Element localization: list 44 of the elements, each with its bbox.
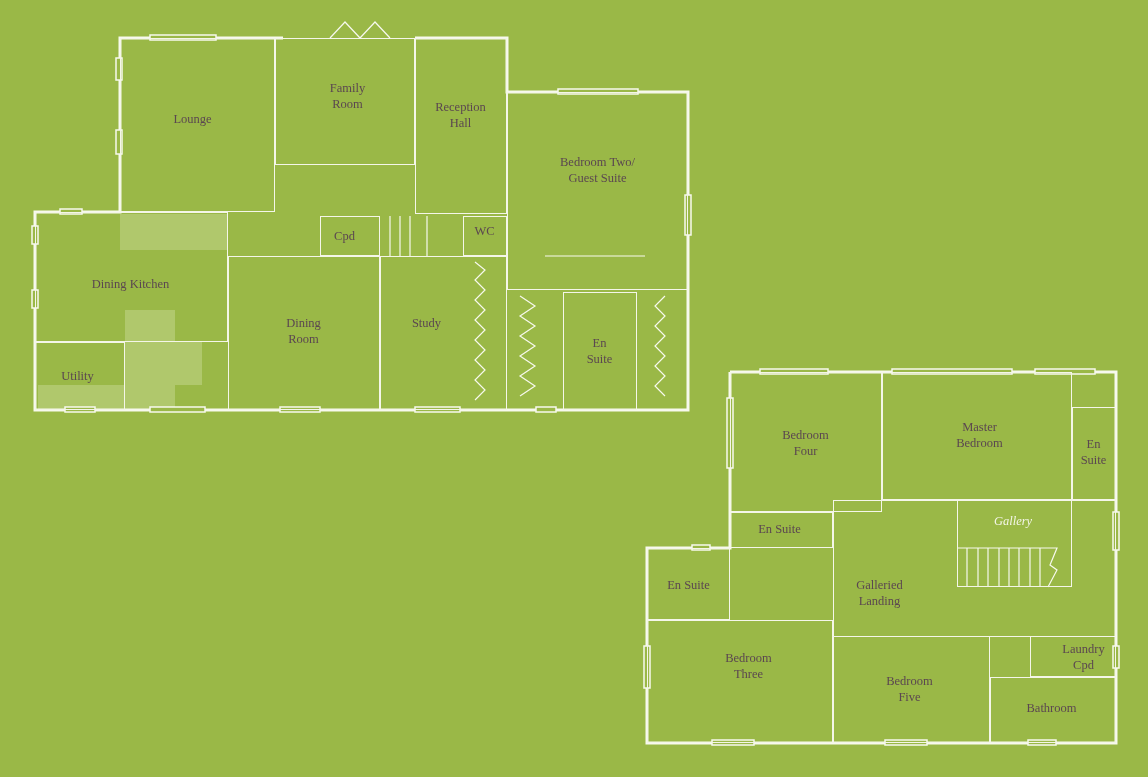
room-outline bbox=[730, 512, 833, 548]
room-label: Bedroom Three bbox=[724, 649, 773, 682]
room-label: Laundry Cpd bbox=[1061, 640, 1106, 673]
room-label: En Suite bbox=[757, 520, 802, 537]
room-outline bbox=[882, 372, 1072, 500]
room-outline bbox=[380, 256, 507, 410]
room-label: Study bbox=[410, 314, 443, 331]
room-label: Galleried Landing bbox=[855, 576, 904, 609]
room-outline bbox=[647, 548, 730, 620]
room-label: Cpd bbox=[333, 227, 356, 244]
room-outline bbox=[730, 372, 882, 512]
room-outline bbox=[463, 216, 507, 256]
room-outline bbox=[956, 499, 1072, 587]
room-label: Reception Hall bbox=[434, 98, 487, 131]
room-label: Dining Kitchen bbox=[90, 275, 171, 292]
room-outline bbox=[990, 677, 1116, 743]
room-label: Master Bedroom bbox=[955, 418, 1004, 451]
room-label: Lounge bbox=[172, 110, 213, 127]
room-outline bbox=[1030, 636, 1116, 677]
room-label: Bedroom Two/ Guest Suite bbox=[559, 153, 636, 186]
room-outline bbox=[647, 620, 833, 743]
room-outline bbox=[320, 216, 380, 256]
room-outline bbox=[275, 38, 415, 165]
room-label: Dining Room bbox=[285, 314, 322, 347]
room-label: Bedroom Five bbox=[885, 672, 934, 705]
room-label: En Suite bbox=[666, 576, 711, 593]
room-label: Bathroom bbox=[1025, 699, 1078, 716]
room-outline bbox=[563, 292, 637, 410]
room-outline bbox=[35, 342, 125, 410]
room-label: En Suite bbox=[1079, 435, 1108, 468]
room-outline bbox=[833, 500, 1116, 637]
room-outline bbox=[507, 92, 688, 290]
room-label: WC bbox=[473, 222, 496, 239]
room-label: En Suite bbox=[585, 334, 614, 367]
room-label: Bedroom Four bbox=[781, 426, 830, 459]
room-label: Gallery bbox=[992, 513, 1034, 529]
room-label: Family Room bbox=[328, 79, 367, 112]
room-outline bbox=[1072, 407, 1116, 500]
room-label: Utility bbox=[60, 367, 95, 384]
room-outline bbox=[228, 256, 380, 410]
room-outline bbox=[120, 38, 275, 212]
room-outline bbox=[833, 636, 990, 743]
room-outline bbox=[35, 212, 228, 342]
room-outline bbox=[415, 38, 507, 214]
